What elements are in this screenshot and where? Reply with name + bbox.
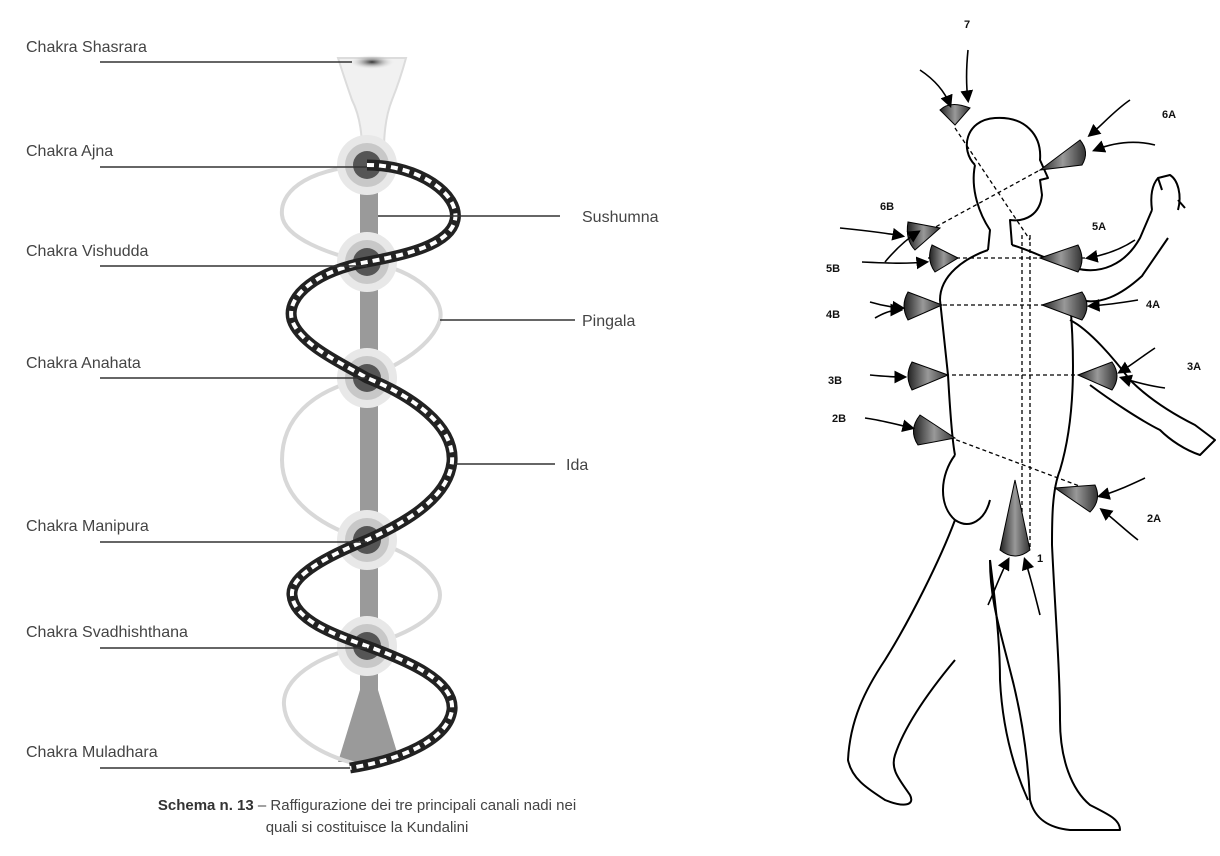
chakra-label-anahata: Chakra Anahata [26,355,141,372]
label-2b: 2B [832,413,846,425]
label-3b: 3B [828,375,842,387]
label-1: 1 [1037,553,1043,565]
funnel-7 [940,104,970,125]
human-figure [848,118,1215,830]
funnel-2a [1055,485,1098,512]
label-7: 7 [964,19,970,31]
spine-base [338,690,400,762]
figure-caption-line2: quali si costituisce la Kundalini [266,819,469,836]
funnel-2b [913,415,955,445]
caption-text: – Raffigurazione dei tre principali cana… [254,797,576,814]
funnel-1 [1000,480,1030,556]
chakra-label-shasrara: Chakra Shasrara [26,39,147,56]
label-5b: 5B [826,263,840,275]
chakra-leader-lines [100,62,367,768]
label-6a: 6A [1162,109,1176,121]
funnel-4b [904,292,942,320]
energy-arrows [840,50,1165,615]
label-4b: 4B [826,309,840,321]
label-5a: 5A [1092,221,1106,233]
chakra-schema-svg: Chakra Shasrara Chakra Ajna Chakra Vishu… [0,0,700,856]
label-6b: 6B [880,201,894,213]
figure-caption-line1: Schema n. 13 – Raffigurazione dei tre pr… [158,797,576,814]
funnel-5a [1040,245,1082,272]
chakra-label-ajna: Chakra Ajna [26,143,113,160]
walking-figure-panel: 7 6A 6B 5A 5B 4A 4B 3A 3B 2A 2B 1 [790,0,1220,856]
caption-bold: Schema n. 13 [158,797,254,814]
walking-figure-svg: 7 6A 6B 5A 5B 4A 4B 3A 3B 2A 2B 1 [790,0,1220,856]
funnel-3b [908,362,948,390]
chakra-label-manipura: Chakra Manipura [26,518,149,535]
funnel-4a [1042,292,1087,320]
chakra-schema-panel: Chakra Shasrara Chakra Ajna Chakra Vishu… [0,0,700,856]
funnel-3a [1078,362,1117,390]
label-2a: 2A [1147,513,1161,525]
nadi-label-ida: Ida [566,457,588,474]
funnel-6a [1040,140,1086,170]
crown-glow [350,55,394,69]
label-3a: 3A [1187,361,1201,373]
chakra-label-svadhishthana: Chakra Svadhishthana [26,624,188,641]
chakra-label-muladhara: Chakra Muladhara [26,744,158,761]
label-4a: 4A [1146,299,1160,311]
funnel-5b [930,245,958,272]
chakra-label-vishudda: Chakra Vishudda [26,243,149,260]
nadi-label-pingala: Pingala [582,313,635,330]
nadi-label-sushumna: Sushumna [582,209,659,226]
